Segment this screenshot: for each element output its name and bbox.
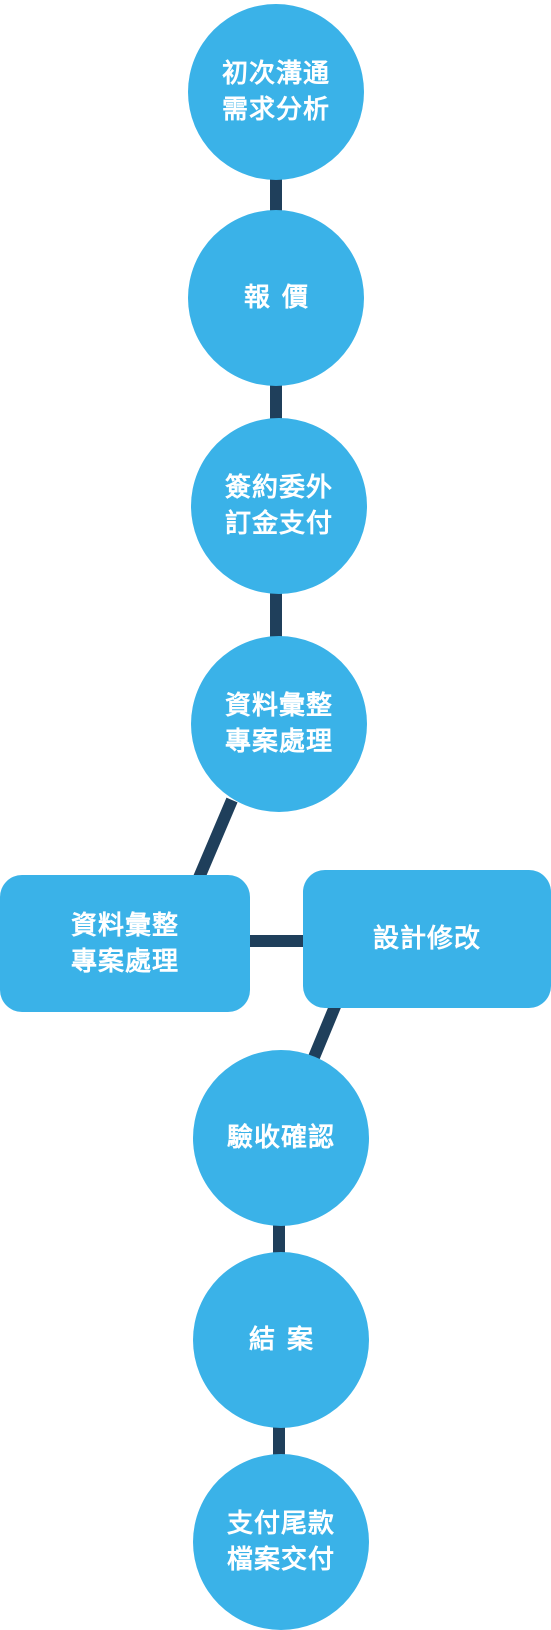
step-label: 資料彙整 專案處理 [224,691,333,757]
connector-4-5 [192,797,238,883]
step-data-processing: 資料彙整 專案處理 [191,636,367,812]
step-label: 結案 [248,1325,325,1355]
step-label: 驗收確認 [226,1123,335,1153]
step-label: 資料彙整 專案處理 [70,910,179,977]
step-final-payment-delivery: 支付尾款 檔案交付 [193,1454,369,1630]
step-label: 報價 [243,283,320,313]
step-contract-deposit: 簽約委外 訂金支付 [191,418,367,594]
step-design-revision: 設計修改 [303,870,551,1008]
step-initial-communication: 初次溝通 需求分析 [188,4,364,180]
step-closing: 結案 [193,1252,369,1428]
connector-6-7 [306,1001,342,1065]
step-label: 支付尾款 檔案交付 [226,1509,335,1575]
step-acceptance: 驗收確認 [193,1050,369,1226]
step-label: 設計修改 [372,924,481,954]
step-quotation: 報價 [188,210,364,386]
step-label: 簽約委外 訂金支付 [224,473,333,539]
step-data-processing-revision: 資料彙整 專案處理 [0,875,250,1012]
step-label: 初次溝通 需求分析 [221,59,330,125]
